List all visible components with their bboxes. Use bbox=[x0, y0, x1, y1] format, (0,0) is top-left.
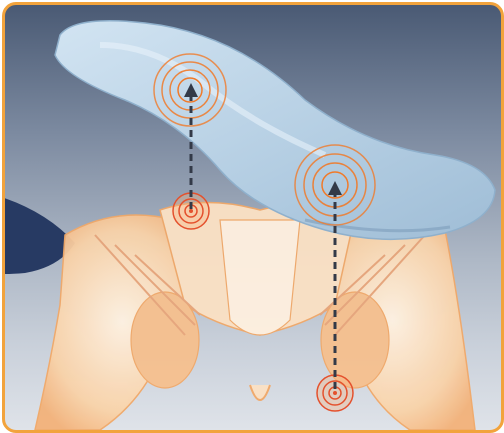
pressure-point-icon bbox=[173, 193, 209, 229]
pressure-point-icon bbox=[317, 375, 353, 411]
insole-illustration bbox=[55, 21, 495, 240]
insole-pelvis-illustration bbox=[5, 5, 501, 430]
